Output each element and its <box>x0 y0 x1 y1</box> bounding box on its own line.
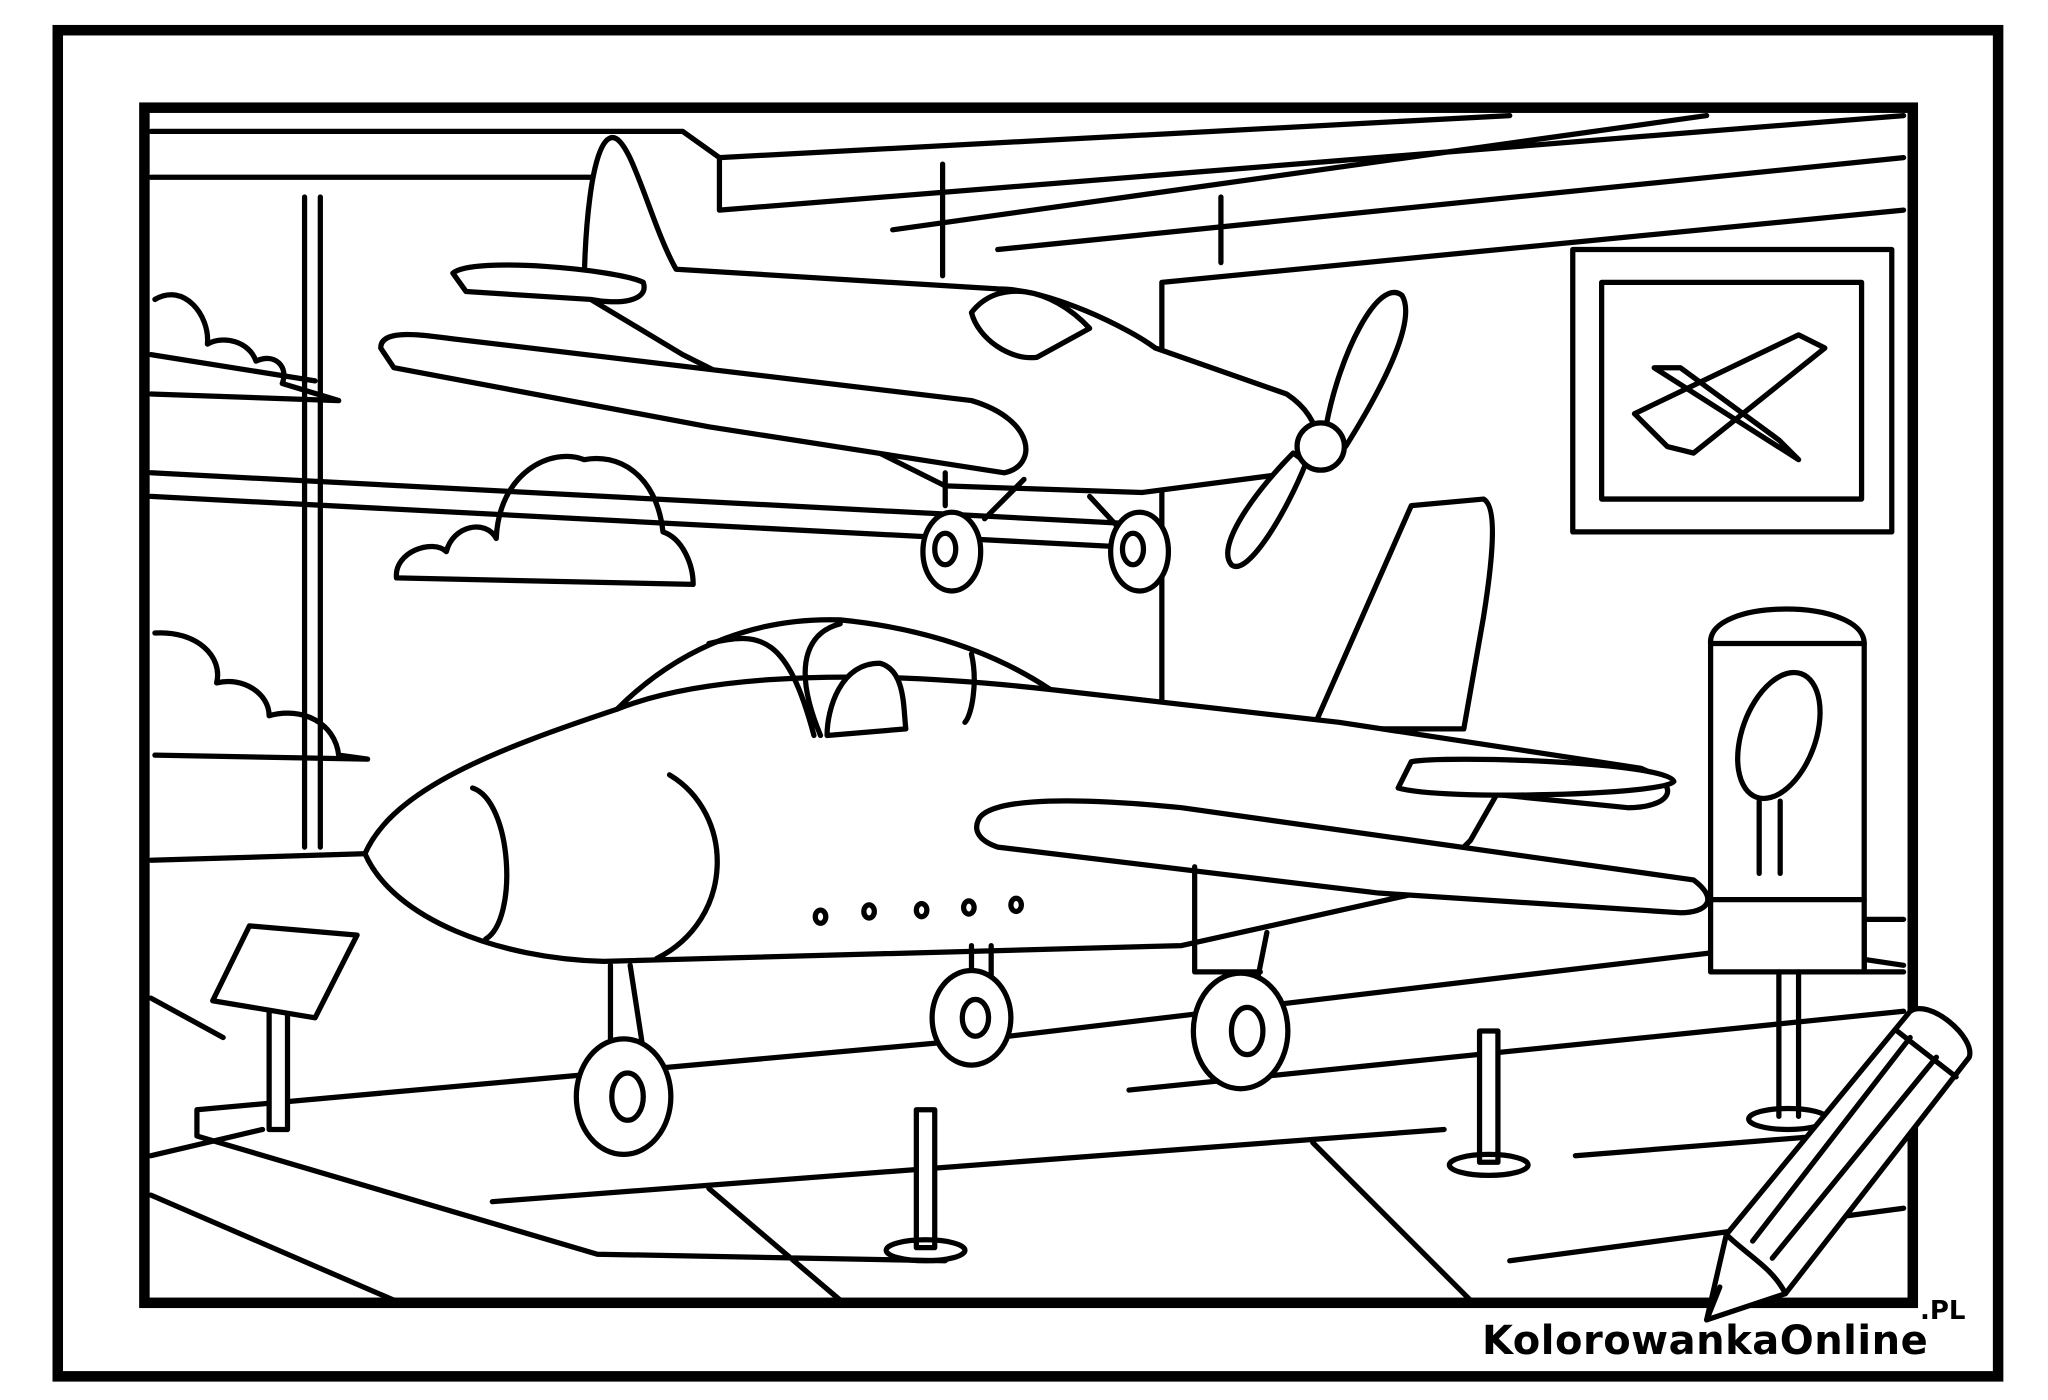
jet-windows <box>812 895 1024 926</box>
site-logo: KolorowankaOnline <box>1482 1318 1929 1364</box>
site-logo-tld: .PL <box>1920 1296 1966 1326</box>
info-sign <box>210 923 360 1021</box>
pencil-icon <box>1704 1006 1973 1323</box>
outer-frame <box>52 24 2004 1382</box>
inner-frame <box>139 102 1919 1309</box>
wall-picture <box>1570 246 1895 535</box>
propeller-plane <box>378 135 1409 594</box>
floor <box>148 851 1907 1303</box>
display-case <box>1707 606 1867 1133</box>
window-clouds <box>148 292 1165 762</box>
stanchions <box>266 995 1531 1264</box>
jet-plane <box>362 496 1711 1158</box>
